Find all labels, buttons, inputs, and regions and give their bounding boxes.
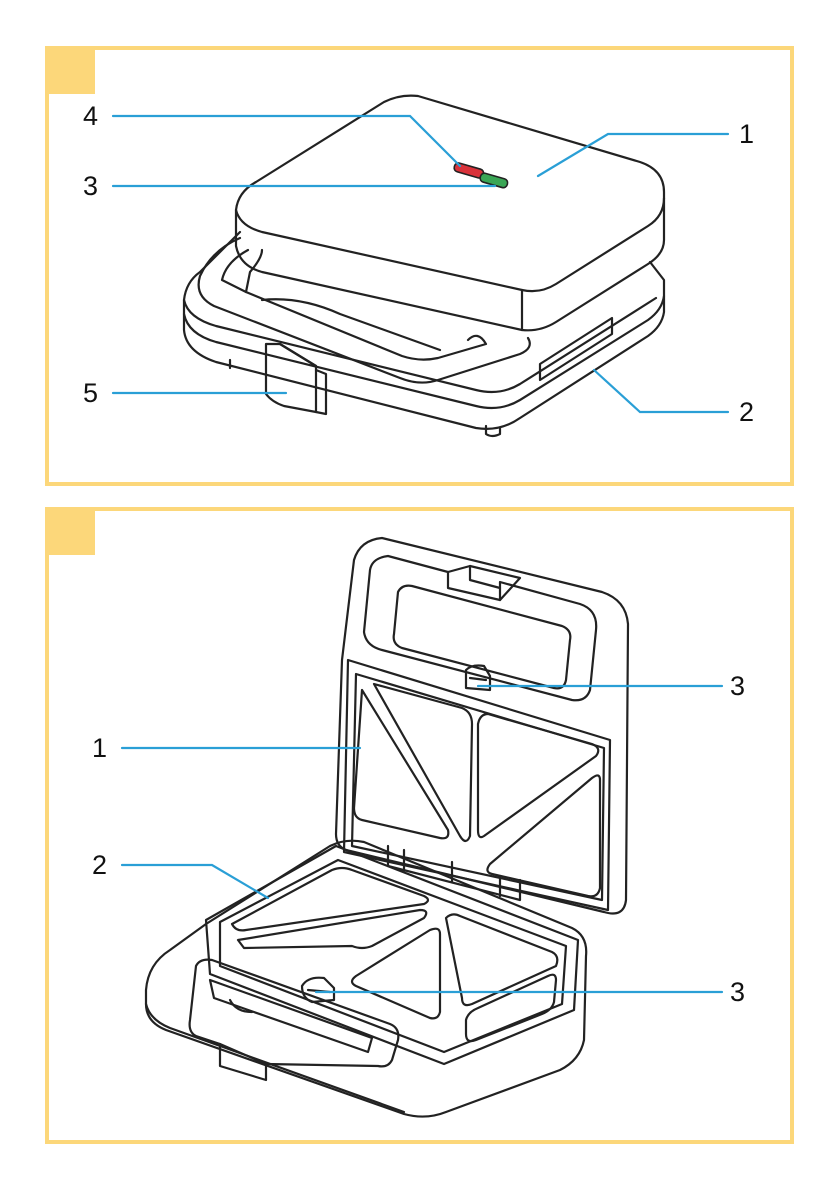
handle bbox=[199, 238, 530, 383]
callout-label-2-lower: 2 bbox=[92, 852, 107, 879]
callout-label-2: 2 bbox=[739, 399, 754, 426]
upper-lid bbox=[336, 538, 628, 914]
lid-top bbox=[236, 96, 664, 331]
callout-label-1-upper: 1 bbox=[92, 735, 107, 762]
callout-label-1: 1 bbox=[739, 121, 754, 148]
open-sandwich-maker-illustration bbox=[146, 538, 628, 1117]
callout-label-5: 5 bbox=[83, 380, 98, 407]
callout-label-3: 3 bbox=[83, 173, 98, 200]
lock-clip bbox=[266, 344, 316, 412]
leader-line-2-lower bbox=[122, 865, 268, 898]
leader-line-4 bbox=[113, 116, 460, 166]
callout-label-3-upper: 3 bbox=[730, 673, 745, 700]
leader-line-2 bbox=[594, 370, 728, 412]
callout-label-4: 4 bbox=[83, 103, 98, 130]
callout-label-3-lower: 3 bbox=[730, 979, 745, 1006]
closed-sandwich-maker-illustration bbox=[184, 96, 664, 436]
